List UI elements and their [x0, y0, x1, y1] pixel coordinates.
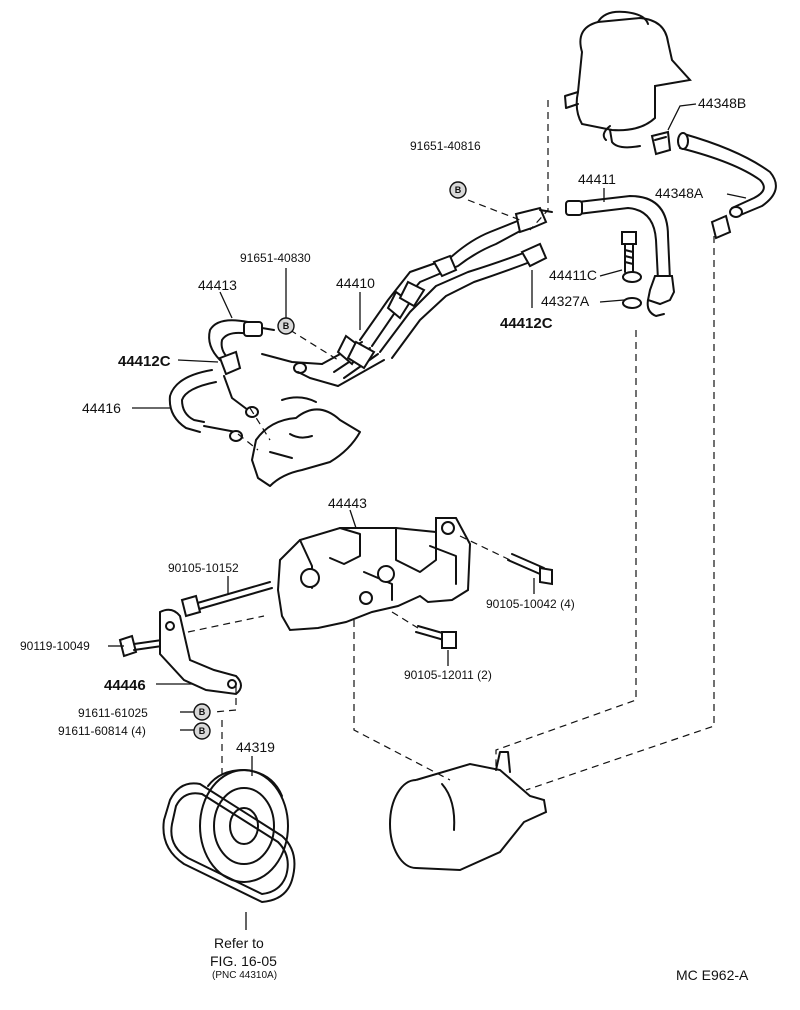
union-bolt-44411C: [621, 231, 637, 273]
label-44446: 44446: [104, 677, 146, 694]
dashed-leader: [525, 236, 715, 791]
label-44327A: 44327A: [541, 293, 590, 309]
dashed-leader: [237, 433, 259, 451]
label-90105-10042: 90105-10042 (4): [486, 597, 575, 611]
dashed-leader: [459, 535, 511, 561]
dashed-leader: [289, 329, 339, 361]
label-44412C-right: 44412C: [500, 315, 553, 332]
pressure-hose-44411: [565, 195, 676, 317]
label-44416: 44416: [82, 400, 121, 416]
bolt-90105-10042: [507, 553, 553, 586]
svg-text:B: B: [283, 321, 290, 331]
gasket-44327A: [622, 271, 642, 309]
label-44411C: 44411C: [549, 267, 597, 283]
svg-text:B: B: [199, 726, 206, 736]
hose-44413: [208, 319, 275, 361]
drive-belt: [162, 782, 296, 903]
label-44348B: 44348B: [698, 95, 746, 111]
pump-bracket-44443: [276, 517, 472, 632]
refer-note-line2: FIG. 16-05: [210, 953, 277, 969]
dashed-leader: [495, 330, 637, 770]
leader-lines: [108, 103, 747, 930]
label-91651-40816: 91651-40816: [410, 139, 481, 153]
dashed-leader: [213, 686, 237, 713]
refer-note-line1: Refer to: [214, 935, 264, 951]
label-44443: 44443: [328, 495, 367, 511]
label-90105-12011: 90105-12011 (2): [404, 668, 492, 682]
label-44411: 44411: [578, 171, 616, 187]
label-91651-40830: 91651-40830: [240, 251, 311, 265]
cooler-tube-44410: [261, 206, 553, 387]
bolt-marker-91611-60814: B: [193, 722, 211, 740]
svg-text:B: B: [455, 185, 462, 195]
refer-note-line3: (PNC 44310A): [212, 970, 277, 981]
clip-44412C-left: [218, 350, 242, 376]
label-90119-10049: 90119-10049: [20, 639, 90, 653]
clamp-44348A: [710, 214, 732, 240]
label-44413: 44413: [198, 277, 237, 293]
label-44412C-left: 44412C: [118, 353, 171, 370]
steering-gear-sketch: [251, 396, 361, 487]
bolt-marker-91651-40816: B: [449, 181, 467, 199]
svg-text:B: B: [199, 707, 206, 717]
label-44348A: 44348A: [655, 185, 704, 201]
reservoir-tank: [564, 10, 692, 149]
bolt-90105-12011: [415, 625, 457, 649]
clamp-44348B: [650, 130, 672, 156]
label-90105-10152: 90105-10152: [168, 561, 239, 575]
dashed-leader: [529, 100, 549, 231]
dashed-leader: [467, 199, 521, 221]
bolt-90105-10152: [180, 581, 273, 618]
label-91611-60814: 91611-60814 (4): [58, 724, 146, 738]
label-91611-61025: 91611-61025: [78, 706, 148, 720]
dashed-leader: [353, 620, 451, 781]
power-steering-pump: [389, 751, 548, 872]
dashed-leader: [187, 615, 265, 633]
bolt-marker-91611-61025: B: [193, 703, 211, 721]
bolt-90119-10049: [118, 634, 163, 658]
reservoir-return-hose: [677, 132, 777, 218]
adjusting-bar-44446: [159, 608, 242, 696]
hose-44416: [168, 369, 259, 442]
label-44319: 44319: [236, 739, 275, 755]
bolt-marker-91651-40830: B: [277, 317, 295, 335]
dashed-leader: [391, 611, 419, 629]
dashed-leader: [249, 407, 271, 441]
label-44410: 44410: [336, 275, 375, 291]
pulley-44319: [199, 769, 289, 883]
figure-code: MC E962-A: [676, 967, 749, 983]
